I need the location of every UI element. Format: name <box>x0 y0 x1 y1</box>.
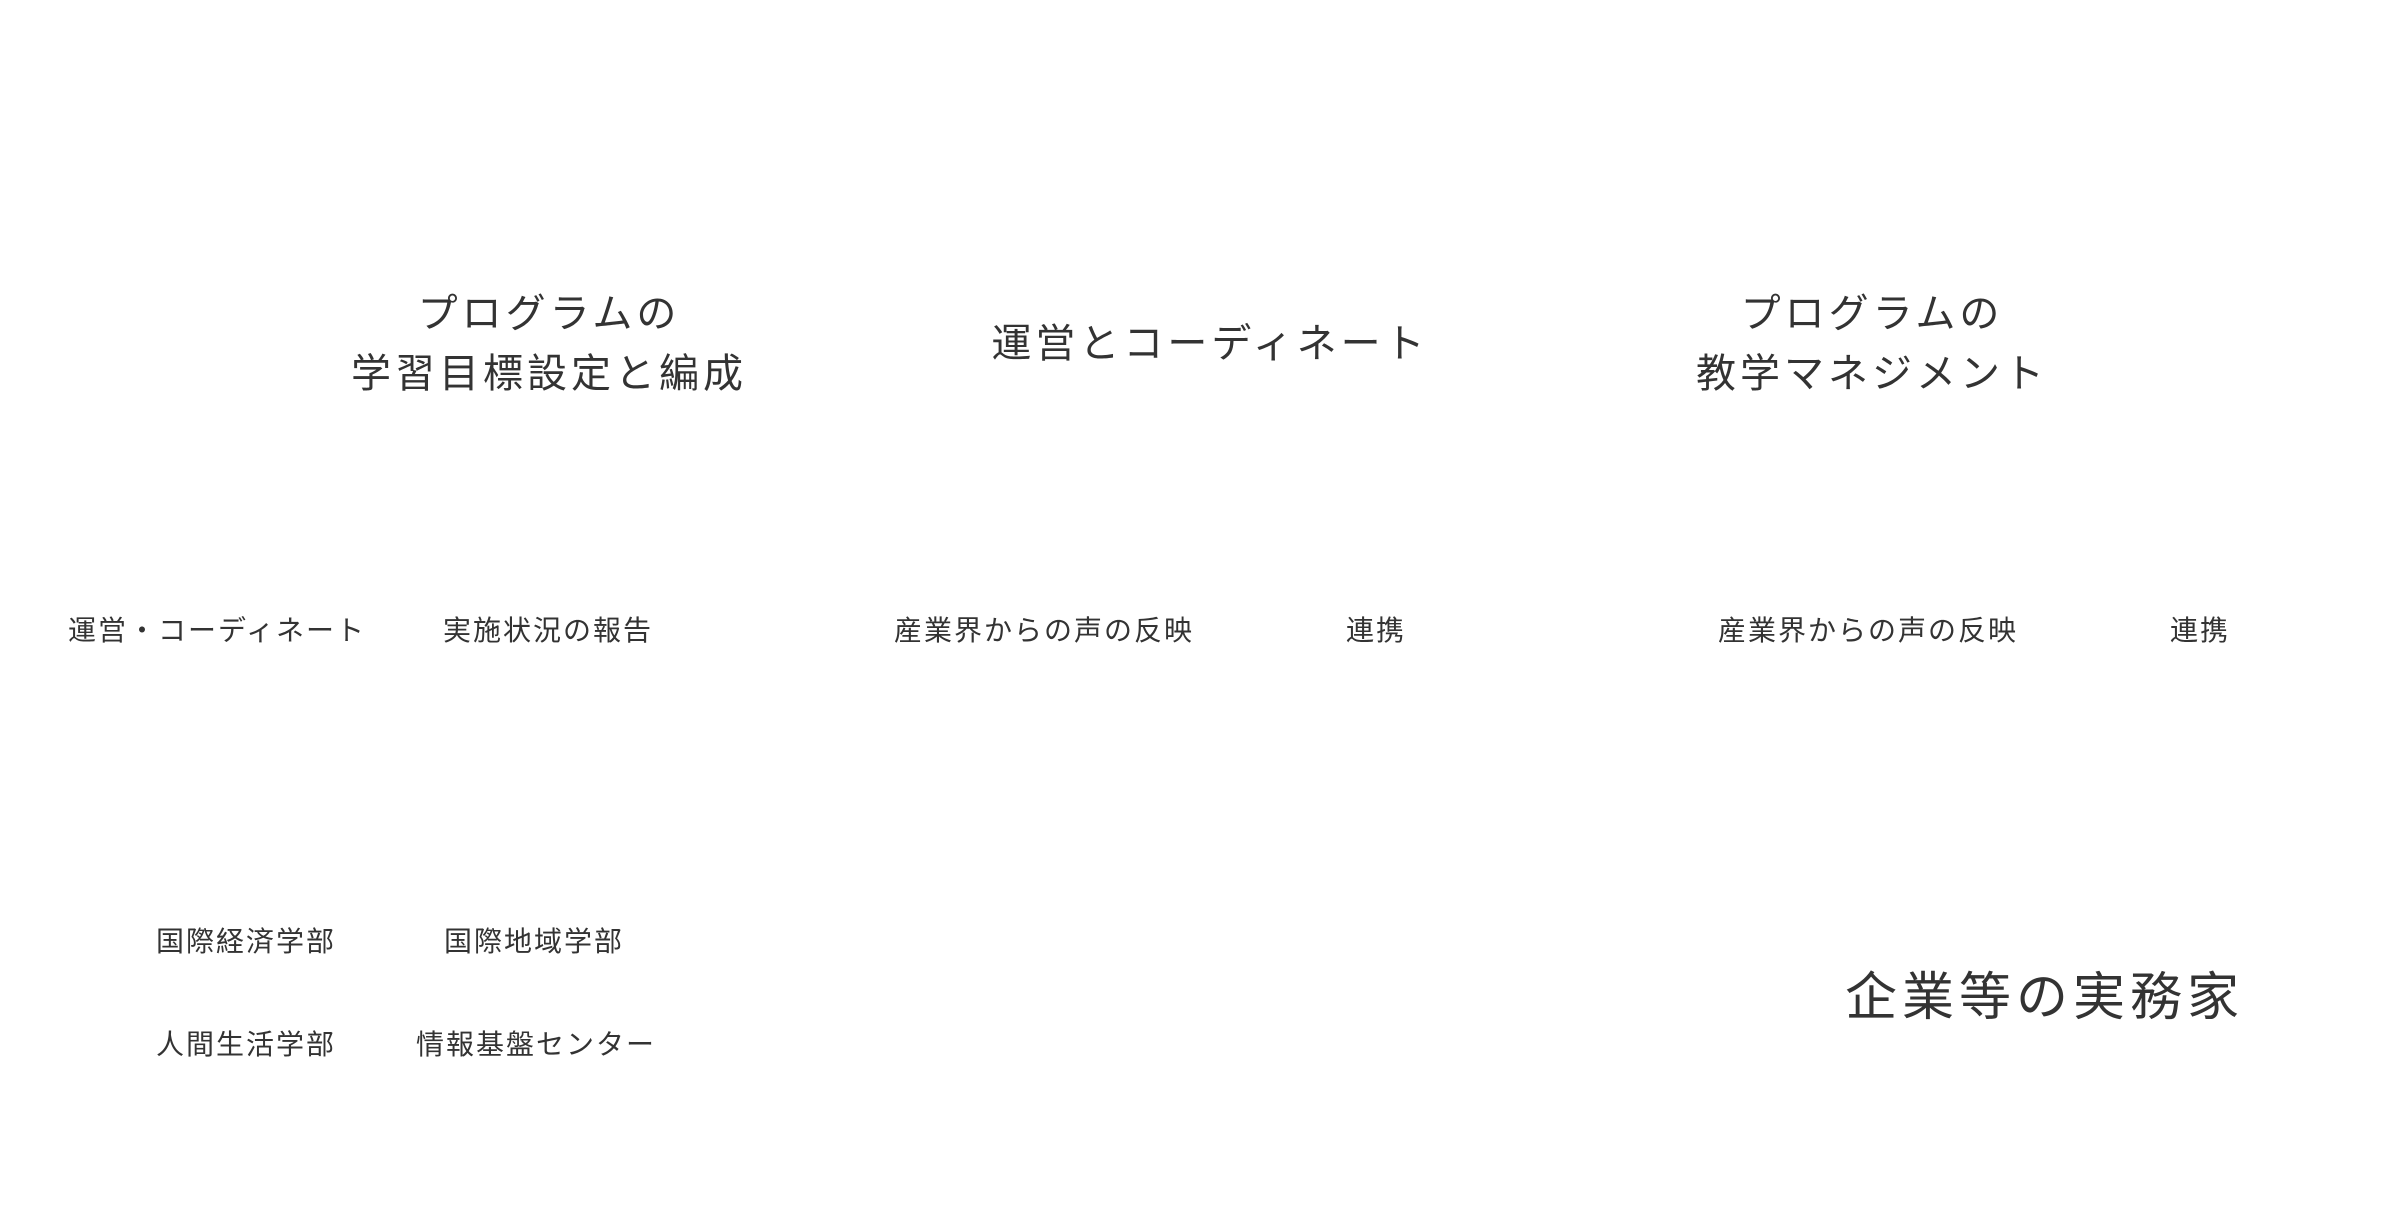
label-industry-voice-1: 産業界からの声の反映 <box>894 614 1195 647</box>
heading-curriculum-line-2: 学習目標設定と編成 <box>351 351 747 397</box>
label-coordinate: 運営・コーディネート <box>68 614 367 647</box>
heading-curriculum: プログラムの 学習目標設定と編成 <box>351 284 747 404</box>
heading-management-line-1: プログラムの <box>1740 291 2004 337</box>
label-status-report: 実施状況の報告 <box>443 614 654 647</box>
heading-coordination-line: 運営とコーディネート <box>991 321 1429 367</box>
label-link-1: 連携 <box>1346 614 1407 647</box>
label-link-2: 連携 <box>2170 614 2231 647</box>
label-corporate-practitioners: 企業等の実務家 <box>1845 968 2245 1028</box>
label-industry-voice-2: 産業界からの声の反映 <box>1718 614 2019 647</box>
heading-coordination: 運営とコーディネート <box>991 314 1428 374</box>
heading-management-line-2: 教学マネジメント <box>1696 351 2048 397</box>
heading-curriculum-line-1: プログラムの <box>417 291 681 337</box>
heading-management: プログラムの 教学マネジメント <box>1696 284 2048 404</box>
member-intl-economics: 国際経済学部 <box>156 925 337 958</box>
member-info-center: 情報基盤センター <box>416 1028 657 1061</box>
member-intl-regional: 国際地域学部 <box>444 925 625 958</box>
member-human-life: 人間生活学部 <box>156 1028 337 1061</box>
